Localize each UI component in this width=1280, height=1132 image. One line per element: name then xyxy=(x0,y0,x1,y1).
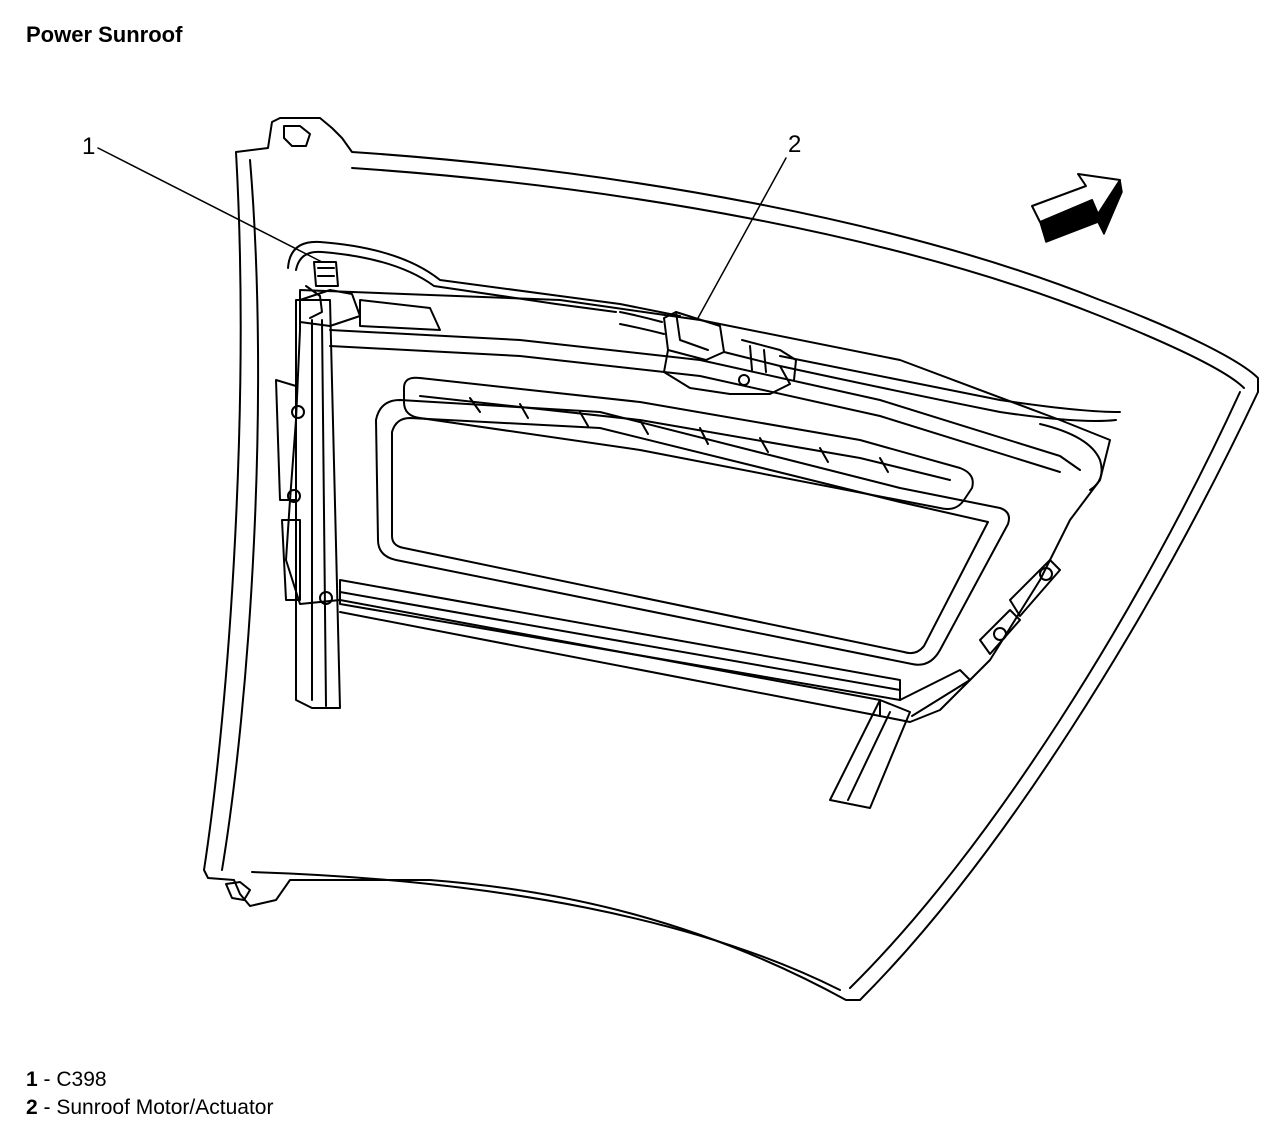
sunroof-frame xyxy=(275,240,1121,809)
legend: 1 - C398 2 - Sunroof Motor/Actuator xyxy=(26,1066,273,1122)
legend-separator: - xyxy=(37,1068,57,1091)
legend-item: 2 - Sunroof Motor/Actuator xyxy=(26,1094,273,1122)
headliner-panel xyxy=(203,117,1259,1001)
legend-number: 2 xyxy=(26,1096,38,1119)
callout-2: 2 xyxy=(788,131,801,158)
page-title: Power Sunroof xyxy=(26,22,183,47)
sunroof-motor-actuator xyxy=(619,311,797,395)
legend-separator: - xyxy=(37,1096,57,1119)
connector-c398 xyxy=(305,261,339,319)
legend-number: 1 xyxy=(26,1068,38,1091)
direction-arrow-icon xyxy=(1031,173,1123,243)
legend-text: Sunroof Motor/Actuator xyxy=(56,1096,274,1119)
legend-text: C398 xyxy=(56,1068,107,1091)
callout-1: 1 xyxy=(82,133,95,160)
legend-item: 1 - C398 xyxy=(26,1066,273,1094)
leader-lines xyxy=(97,147,787,319)
